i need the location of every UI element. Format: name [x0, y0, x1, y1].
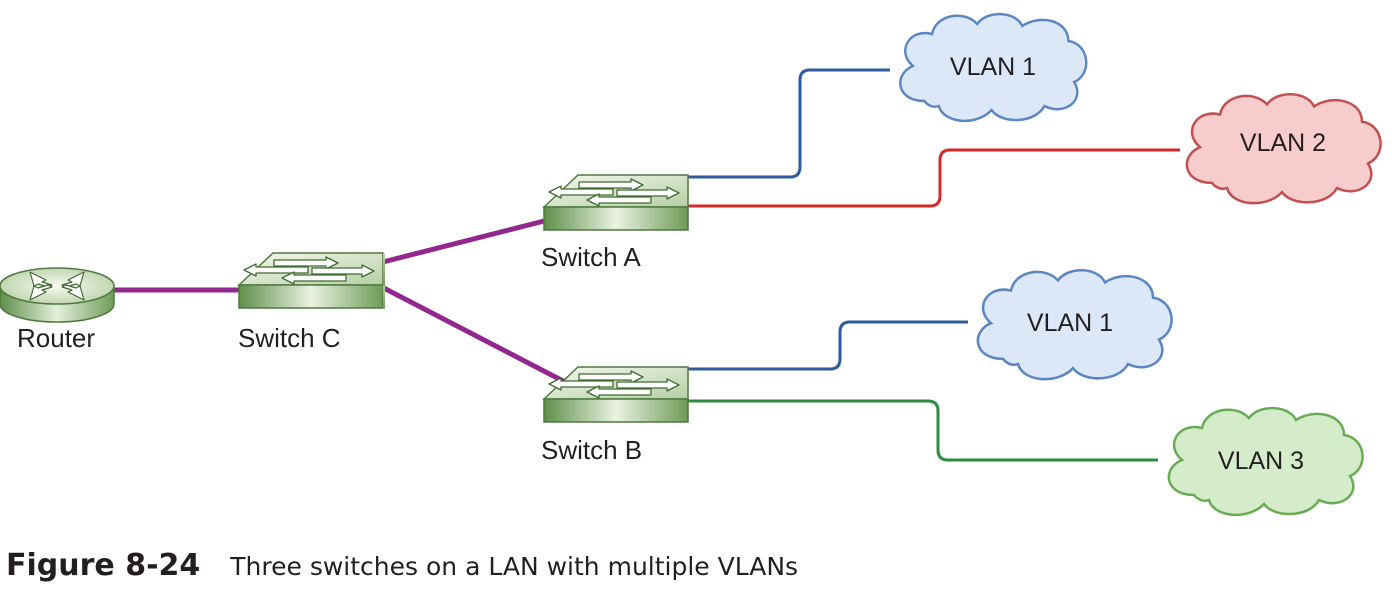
- switch-b: [543, 366, 689, 423]
- switch-c: [238, 252, 385, 309]
- switch-a: [543, 174, 689, 231]
- vlan1-bottom-label: VLAN 1: [1027, 309, 1113, 337]
- link-switch-c-switch-b: [376, 282, 567, 385]
- vlan3-label: VLAN 3: [1218, 447, 1304, 475]
- link-switch-a-vlan1: [688, 68, 890, 179]
- link-switch-c-switch-a: [382, 217, 549, 265]
- router: [0, 267, 115, 323]
- network-diagram: Router Switch C Switch A Switch B VLAN 1…: [0, 12, 1382, 517]
- vlan1-top-label: VLAN 1: [950, 53, 1036, 81]
- link-switch-b-vlan3: [688, 399, 1158, 462]
- figure-caption: Figure 8-24 Three switches on a LAN with …: [6, 548, 798, 583]
- router-label: Router: [17, 323, 95, 353]
- trunk-links: [112, 217, 567, 385]
- router-arrows-icon: [29, 271, 85, 301]
- switch-a-label: Switch A: [541, 242, 641, 272]
- figure-title: Three switches on a LAN with multiple VL…: [230, 552, 799, 581]
- link-switch-b-vlan1: [688, 320, 968, 371]
- figure-number: Figure 8-24: [6, 548, 201, 583]
- link-switch-a-vlan2: [688, 148, 1180, 208]
- switch-c-label: Switch C: [238, 323, 341, 353]
- switch-b-label: Switch B: [541, 435, 642, 465]
- vlan-links: [688, 68, 1180, 462]
- vlan2-label: VLAN 2: [1240, 129, 1326, 157]
